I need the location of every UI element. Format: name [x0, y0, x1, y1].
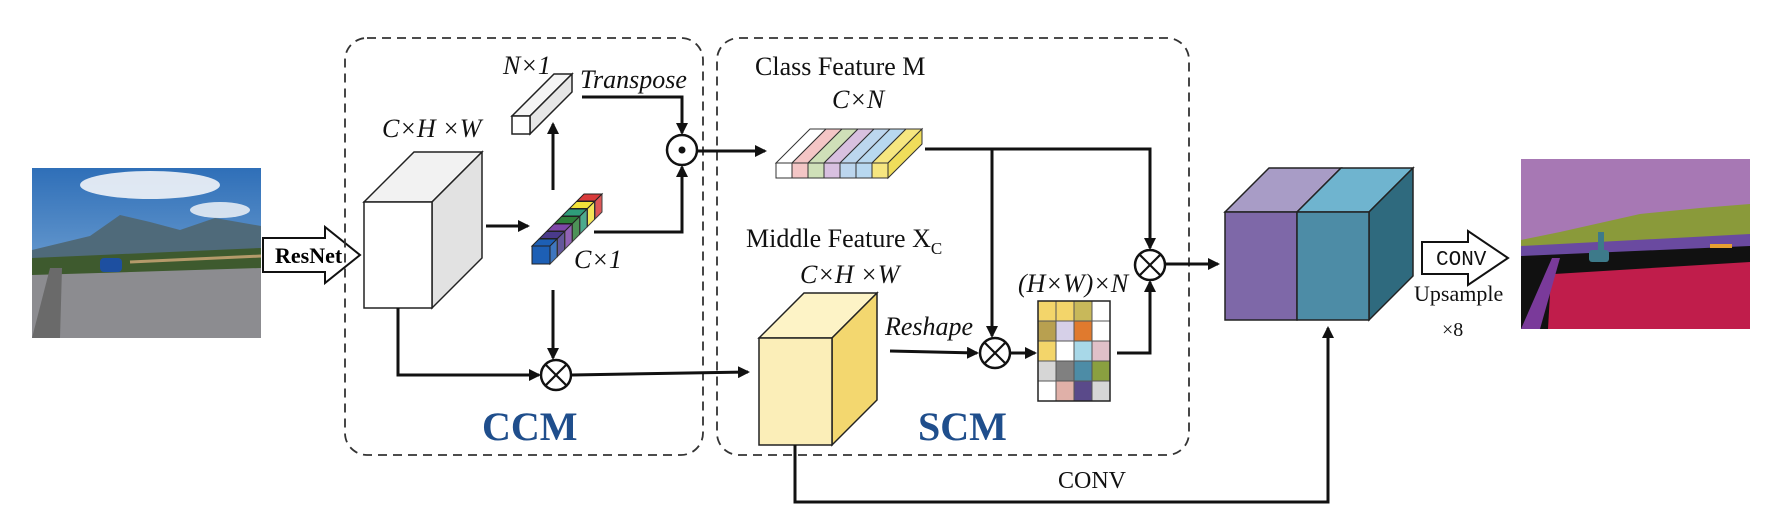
affinity-cell	[1091, 360, 1111, 382]
resnet-label: ResNet	[275, 243, 343, 268]
multiply-operator-ccm	[539, 358, 573, 392]
segmentation-output-image	[1521, 159, 1750, 329]
feature-cube-white	[362, 150, 484, 310]
vector-c-by-1	[530, 192, 604, 266]
class-vector-cell	[871, 162, 889, 179]
dot-product-operator	[665, 133, 699, 167]
affinity-cell	[1091, 340, 1111, 362]
output-feature-cube	[1223, 166, 1415, 322]
conv-box-label: CONV	[1436, 249, 1487, 272]
affinity-cell	[1055, 380, 1075, 402]
affinity-cell	[1073, 360, 1093, 382]
conv-upsample-arrow: CONV	[1421, 229, 1510, 287]
class-feature-vector	[774, 127, 924, 180]
label-transpose: Transpose	[580, 65, 687, 94]
affinity-cell	[1091, 300, 1111, 322]
input-image	[32, 168, 262, 338]
affinity-cell	[1037, 300, 1057, 322]
affinity-cell	[1037, 340, 1057, 362]
label-upsample: Upsample	[1414, 281, 1503, 306]
label-chw-middle: C×H ×W	[800, 260, 902, 289]
scm-label: SCM	[918, 404, 1007, 449]
label-c-by-1: C×1	[574, 245, 622, 274]
vector-n-by-1	[510, 72, 574, 136]
middle-feature-cube-yellow	[757, 291, 879, 447]
affinity-cell	[1073, 340, 1093, 362]
label-c-by-n: C×N	[832, 85, 886, 114]
affinity-border	[1037, 300, 1111, 402]
affinity-cell	[1055, 320, 1075, 342]
affinity-cell	[1073, 300, 1093, 322]
label-n-by-1: N×1	[502, 51, 551, 80]
affinity-matrix	[1037, 300, 1111, 402]
scm-module-border	[716, 37, 1190, 456]
affinity-cell	[1055, 300, 1075, 322]
class-vector-cell	[807, 162, 825, 179]
affinity-cell	[1037, 380, 1057, 402]
multiply-operator-scm	[978, 336, 1012, 370]
class-vector-cell	[823, 162, 841, 179]
affinity-cell	[1037, 320, 1057, 342]
small-vector-front	[531, 245, 551, 265]
affinity-cell	[1055, 340, 1075, 362]
affinity-cell	[1073, 320, 1093, 342]
class-vector-cell	[839, 162, 857, 179]
connectors	[396, 95, 1334, 504]
multiply-operator-fusion	[1133, 248, 1167, 282]
class-vector-cell	[775, 162, 793, 179]
affinity-cell	[1091, 320, 1111, 342]
label-class-feature: Class Feature M	[755, 52, 925, 81]
label-upsample-factor: ×8	[1442, 319, 1463, 341]
label-middle-feature: Middle Feature XC	[746, 224, 942, 258]
label-reshape: Reshape	[884, 312, 973, 341]
affinity-cell	[1073, 380, 1093, 402]
affinity-cell	[1037, 360, 1057, 382]
resnet-arrow: ResNet	[262, 224, 362, 286]
ccm-label: CCM	[482, 404, 578, 449]
ccm-module-border	[344, 37, 704, 456]
class-vector-side	[887, 127, 923, 180]
class-vector-cell	[855, 162, 873, 179]
label-hw-by-n: (H×W)×N	[1018, 269, 1130, 298]
affinity-cell	[1055, 360, 1075, 382]
affinity-cell	[1091, 380, 1111, 402]
class-vector-cell	[791, 162, 809, 179]
label-chw-left: C×H ×W	[382, 114, 484, 143]
label-conv-skip: CONV	[1058, 468, 1127, 494]
